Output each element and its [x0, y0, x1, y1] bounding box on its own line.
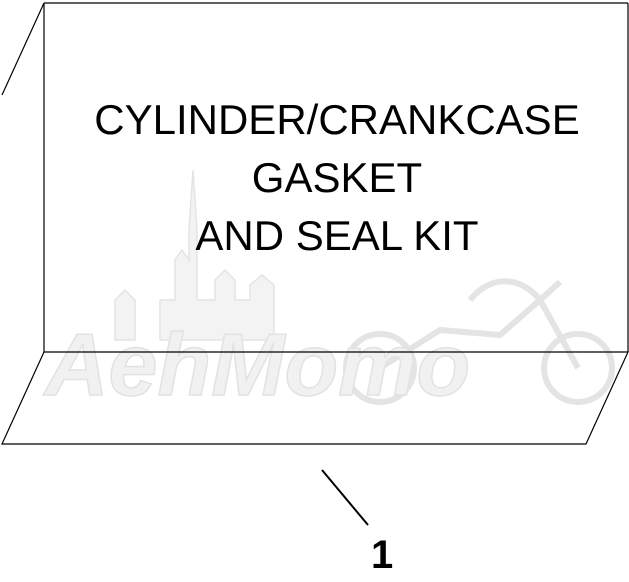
watermark-motorcycle-icon: [343, 278, 615, 405]
callout-leader-line: [321, 469, 369, 526]
box-bottom-face: [1, 351, 629, 445]
watermark-text: AehMomo: [43, 315, 470, 414]
kit-label-line2: GASKET: [252, 154, 422, 201]
kit-label-line1: CYLINDER/CRANKCASE: [94, 96, 579, 143]
kit-box: [1, 2, 629, 445]
kit-label-line3: AND SEAL KIT: [195, 212, 478, 259]
callout-number: 1: [371, 533, 393, 577]
watermark: AehMomo: [42, 169, 615, 415]
kit-label: CYLINDER/CRANKCASE GASKET AND SEAL KIT: [94, 96, 579, 259]
box-flap-edge: [1, 2, 45, 96]
callout: 1: [321, 469, 393, 577]
watermark-castle-icon: [114, 169, 275, 341]
